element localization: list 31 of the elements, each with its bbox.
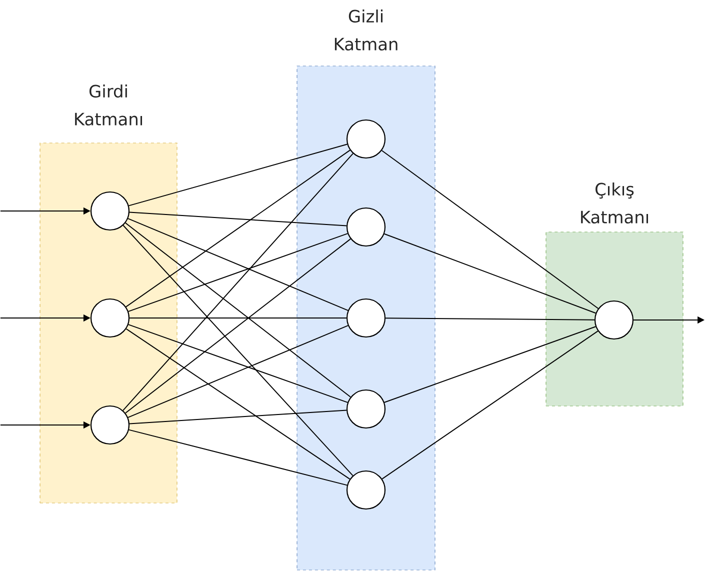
layer-title: Çıkış Katmanı bbox=[581, 182, 648, 224]
neuron-circle bbox=[346, 298, 386, 338]
neuron-circle bbox=[90, 191, 130, 231]
connection-line bbox=[384, 326, 596, 403]
connection-line bbox=[124, 238, 352, 414]
layer-title: Girdi Katmanı bbox=[75, 84, 142, 126]
connection-line bbox=[129, 212, 347, 226]
neuron-circle bbox=[346, 470, 386, 510]
connection-line bbox=[126, 150, 350, 308]
neuron-circle bbox=[346, 389, 386, 429]
connection-line bbox=[128, 324, 348, 403]
neuron-circle bbox=[346, 207, 386, 247]
connection-line bbox=[128, 233, 348, 312]
neuron-circle bbox=[90, 405, 130, 445]
connection-line bbox=[381, 150, 599, 309]
connection-line bbox=[385, 318, 595, 320]
neuron-circle bbox=[346, 119, 386, 159]
connection-line bbox=[128, 429, 348, 486]
neuron-circle bbox=[594, 300, 634, 340]
connection-line bbox=[122, 153, 354, 411]
connection-line bbox=[128, 218, 348, 311]
connection-line bbox=[128, 325, 348, 418]
layer-title: Gizli Katman bbox=[334, 10, 398, 50]
connection-line bbox=[382, 330, 598, 480]
connection-line bbox=[128, 144, 348, 206]
connection-line bbox=[384, 233, 596, 314]
connection-line bbox=[129, 410, 347, 424]
connection-line bbox=[122, 224, 354, 476]
connection-line bbox=[126, 328, 350, 480]
connection-line bbox=[124, 222, 352, 398]
neuron-circle bbox=[90, 298, 130, 338]
